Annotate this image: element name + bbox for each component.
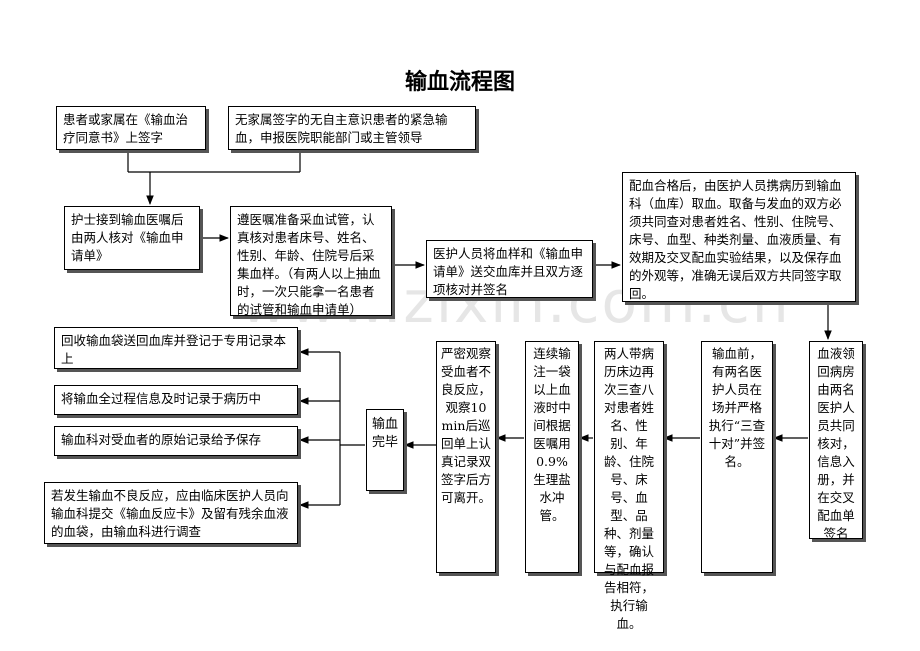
emergency-box: 无家属签字的无自主意识患者的紧急输血，申报医院职能部门或主管领导 <box>228 106 476 150</box>
pickup-blood-box: 配血合格后，由医护人员携病历到输血科（血库）取血。取备与发血的双方必须共同查对患… <box>622 172 856 302</box>
adverse-reaction-box: 若发生输血不良反应，应由临床医护人员向输血科提交《输血反应卡》及留有残余血液的血… <box>44 482 298 544</box>
recycle-bag-box: 回收输血袋送回血库并登记于专用记录本上 <box>54 327 298 369</box>
record-history-box: 将输血全过程信息及时记录于病历中 <box>54 385 298 415</box>
archive-record-box: 输血科对受血者的原始记录给予保存 <box>54 426 298 456</box>
before-transfusion-box: 输血前，有两名医护人员在场并严格执行“三查十对”并签名。 <box>701 341 773 573</box>
return-ward-box: 血液领回病房由两名医护人员共同核对，信息入册，并在交叉配血单签名 <box>809 341 863 541</box>
send-sample-box: 医护人员将血样和《输血申请单》送交血库并且双方逐项核对并签名 <box>426 240 593 298</box>
observe-reaction-box: 严密观察受血者不良反应，观察10min后巡回单上认真记录双签字后方可离开。 <box>436 341 496 573</box>
page-title: 输血流程图 <box>404 70 515 95</box>
prepare-sample-box: 遵医嘱准备采血试管，认真核对患者床号、姓名、性别、年龄、住院号后采集血样。（有两… <box>230 206 392 317</box>
nurse-receive-box: 护士接到输血医嘱后由两人核对《输血申请单》 <box>64 206 200 270</box>
finish-box: 输血完毕 <box>366 409 404 491</box>
two-persons-check-box: 两人带病历床边再次三查八对患者姓名、性别、年龄、住院号、床号、血型、品种、剂量等… <box>594 341 664 631</box>
continuous-transfusion-box: 连续输注一袋以上血液时中间根据医嘱用0.9%生理盐水冲管。 <box>525 341 579 573</box>
consent-box: 患者或家属在《输血治疗同意书》上签字 <box>56 106 206 150</box>
